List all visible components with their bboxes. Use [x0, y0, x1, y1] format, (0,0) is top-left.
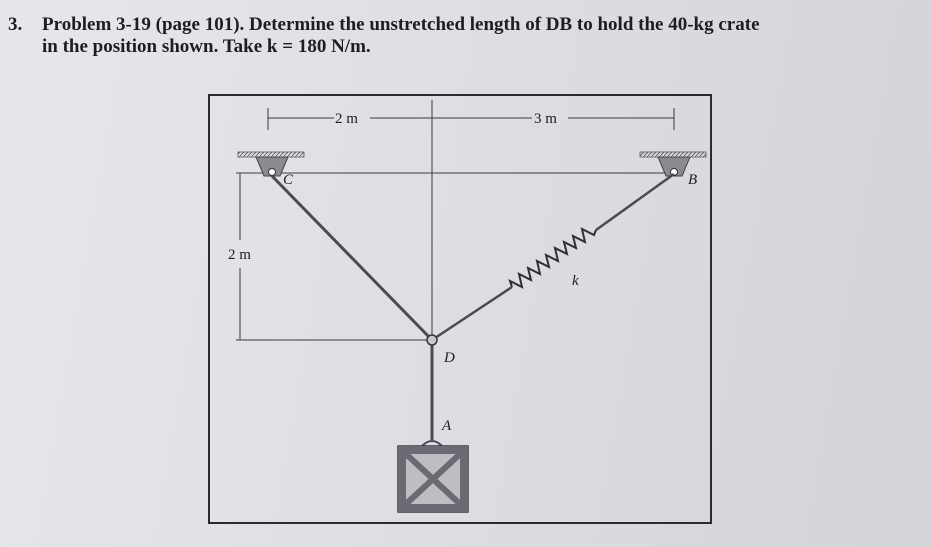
cable-cd: [270, 174, 434, 342]
spring-db: [508, 227, 597, 289]
dimension-left-label: 2 m: [335, 111, 358, 127]
spring-constant-label: k: [572, 273, 579, 289]
problem-text-line-1: Problem 3-19 (page 101). Determine the u…: [42, 14, 760, 35]
support-c: [237, 151, 305, 177]
problem-number: 3.: [8, 14, 23, 35]
point-d-label: D: [443, 350, 455, 366]
problem-line-1: 3. Problem 3-19 (page 101). Determine the…: [8, 14, 918, 36]
hook-a: [421, 440, 443, 447]
cable-spring-to-b: [595, 172, 675, 232]
cable-d-to-spring: [431, 285, 513, 342]
point-a-label: A: [441, 418, 452, 434]
top-dimension: [267, 100, 675, 340]
problem-statement: 3. Problem 3-19 (page 101). Determine the…: [8, 14, 918, 58]
figure-frame: [208, 94, 712, 524]
point-c-label: C: [283, 172, 294, 188]
ring-d: [426, 334, 438, 346]
dimension-vertical-label: 2 m: [228, 247, 251, 263]
problem-text-line-2: in the position shown. Take k = 180 N/m.: [42, 36, 371, 57]
dimension-right-label: 3 m: [534, 111, 557, 127]
point-b-label: B: [688, 172, 697, 188]
crate: [397, 445, 469, 513]
